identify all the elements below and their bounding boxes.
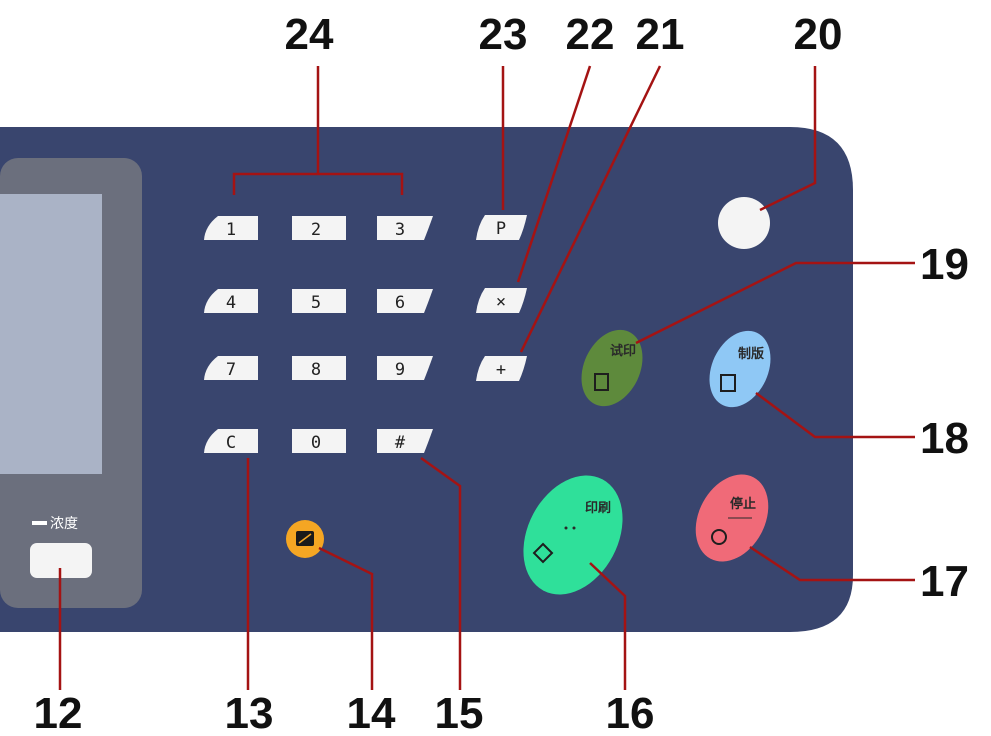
leader-18 <box>755 391 915 439</box>
master-making-icon <box>720 374 736 392</box>
key-8[interactable]: 8 <box>292 356 346 380</box>
key-5[interactable]: 5 <box>292 289 346 313</box>
key-c-label: C <box>226 433 236 453</box>
leader-21 <box>519 65 662 353</box>
program-key-label: P <box>496 219 506 239</box>
key-c[interactable]: C <box>204 429 258 453</box>
key-hash[interactable]: # <box>377 429 433 453</box>
callout-17: 17 <box>920 557 969 606</box>
leader-16 <box>589 562 627 690</box>
print-start-icon <box>532 542 554 564</box>
key-0[interactable]: 0 <box>292 429 346 453</box>
key-5-label: 5 <box>311 293 321 313</box>
callout-24: 24 <box>285 10 334 59</box>
leader-19 <box>635 261 915 345</box>
key-9-label: 9 <box>395 360 405 380</box>
proof-print-icon <box>594 373 609 391</box>
callout-19: 19 <box>920 240 969 289</box>
print-button[interactable]: 印刷 <box>504 458 643 612</box>
indicator-lamp <box>718 197 770 249</box>
key-6-label: 6 <box>395 293 405 313</box>
key-3-label: 3 <box>395 220 405 240</box>
key-2[interactable]: 2 <box>292 216 346 240</box>
key-4[interactable]: 4 <box>204 289 258 313</box>
proof-print-button[interactable]: 试印 <box>570 320 655 416</box>
master-making-button[interactable]: 制版 <box>698 321 783 417</box>
callout-22: 22 <box>566 10 615 59</box>
lcd-screen <box>0 194 102 474</box>
callout-16: 16 <box>606 689 655 736</box>
key-6[interactable]: 6 <box>377 289 433 313</box>
callout-18: 18 <box>920 414 969 463</box>
stop-button[interactable]: 停止 <box>681 462 782 574</box>
stop-label: 停止 <box>730 496 756 512</box>
print-label: 印刷 <box>585 501 611 516</box>
callout-15: 15 <box>435 689 484 736</box>
key-4-label: 4 <box>226 293 236 313</box>
key-7-label: 7 <box>226 360 236 380</box>
key-1[interactable]: 1 <box>204 216 258 240</box>
callout-13: 13 <box>225 689 274 736</box>
callout-21: 21 <box>636 10 685 59</box>
key-7[interactable]: 7 <box>204 356 258 380</box>
key-hash-label: # <box>395 433 406 453</box>
plus-key[interactable]: + <box>476 356 527 381</box>
plus-key-label: + <box>496 360 506 380</box>
key-2-label: 2 <box>311 220 321 240</box>
key-1-label: 1 <box>226 220 236 240</box>
multiply-key[interactable]: × <box>476 288 527 313</box>
callout-14: 14 <box>347 689 396 736</box>
proof-print-label: 试印 <box>610 343 636 359</box>
leader-15 <box>420 456 462 690</box>
leader-20 <box>759 66 817 212</box>
key-8-label: 8 <box>311 360 321 380</box>
leader-14 <box>318 546 374 690</box>
density-minus-icon <box>32 521 47 525</box>
control-panel <box>0 127 853 632</box>
master-making-label: 制版 <box>738 346 764 362</box>
program-key[interactable]: P <box>476 215 527 240</box>
key-9[interactable]: 9 <box>377 356 433 380</box>
density-label: 浓度 <box>50 516 78 532</box>
key-3[interactable]: 3 <box>377 216 433 240</box>
energy-saver-button[interactable] <box>286 520 324 558</box>
leader-22 <box>516 65 592 283</box>
callout-20: 20 <box>794 10 843 59</box>
leader-17 <box>749 545 915 582</box>
leader-lines <box>58 65 915 690</box>
print-dots-icon <box>564 526 568 530</box>
multiply-key-label: × <box>496 292 506 312</box>
density-button[interactable] <box>30 543 92 578</box>
stop-icon <box>711 529 727 545</box>
callout-12: 12 <box>34 689 83 736</box>
key-0-label: 0 <box>311 433 321 453</box>
callout-23: 23 <box>479 10 528 59</box>
